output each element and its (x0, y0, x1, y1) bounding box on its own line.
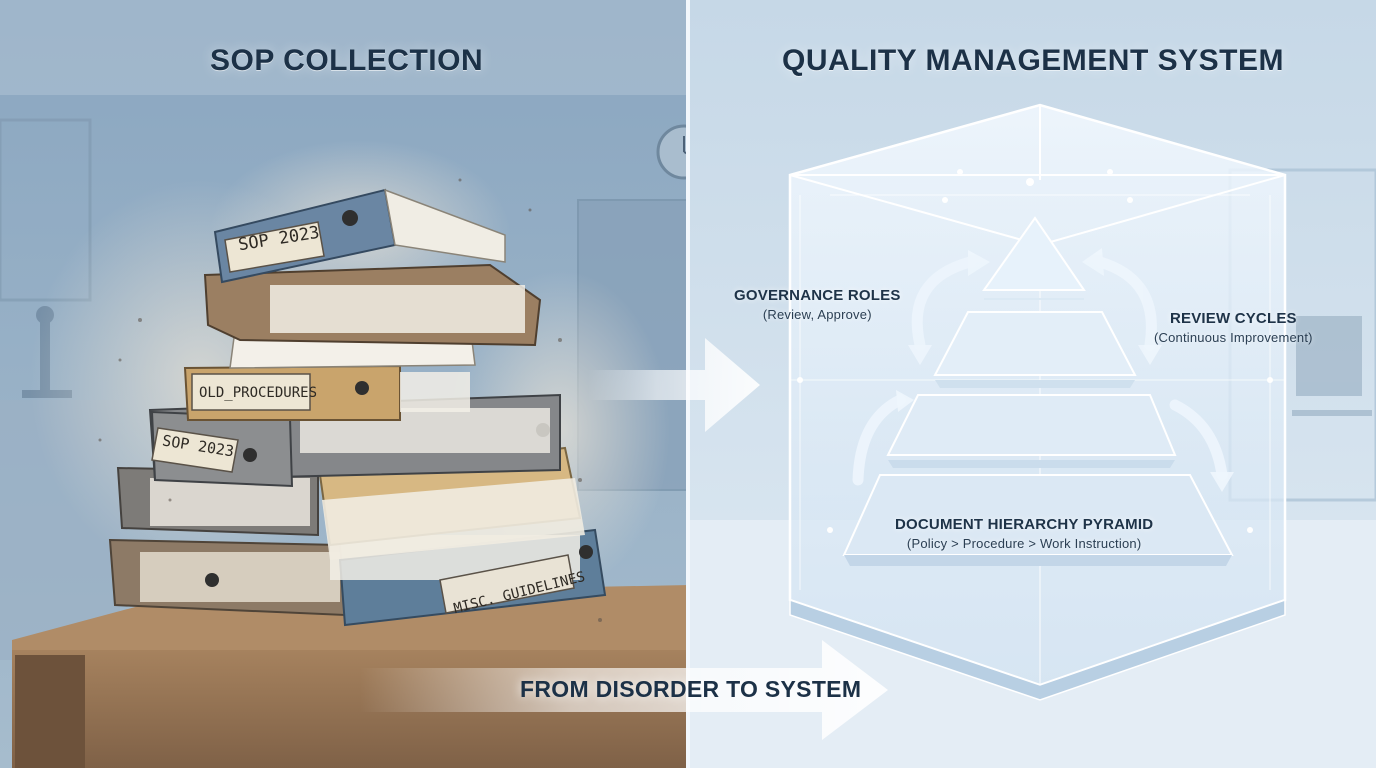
document-pyramid (842, 216, 1234, 566)
governance-roles-title: GOVERNANCE ROLES (734, 287, 901, 304)
binder-label-old-procedures: OLD_PROCEDURES (199, 385, 318, 401)
pyramid-tier-3 (886, 394, 1177, 456)
binder-misc (330, 528, 607, 627)
monitor-icon (1292, 316, 1372, 416)
transition-arrow-bottom (360, 640, 888, 740)
pyramid-tier-top (982, 216, 1086, 291)
review-cycles-title: REVIEW CYCLES (1169, 310, 1297, 327)
review-cycles-subtitle: (Continuous Improvement) (1154, 330, 1313, 345)
sop-collection-title: SOP COLLECTION (210, 44, 484, 77)
binder-brown (203, 263, 542, 347)
binder-grey-lower (116, 466, 319, 537)
from-disorder-to-system-banner: FROM DISORDER TO SYSTEM (520, 676, 862, 702)
dust-specks (98, 178, 602, 622)
governance-roles-label: GOVERNANCE ROLES (Review, Approve) (734, 287, 901, 322)
review-cycles-label: REVIEW CYCLES (Continuous Improvement) (1154, 310, 1313, 345)
governance-roles-subtitle: (Review, Approve) (762, 307, 872, 322)
document-hierarchy-subtitle: (Policy > Procedure > Work Instruction) (906, 536, 1142, 551)
pyramid-tier-2 (933, 311, 1137, 376)
binder-sop-top (213, 188, 506, 284)
binder-stack (108, 188, 607, 627)
document-hierarchy-title: DOCUMENT HIERARCHY PYRAMID (895, 516, 1154, 533)
qms-title: QUALITY MANAGEMENT SYSTEM (782, 44, 1284, 77)
transition-arrow-upper (588, 338, 760, 432)
arrow-head-icon (968, 250, 990, 276)
document-hierarchy-label: DOCUMENT HIERARCHY PYRAMID (Policy > Pro… (895, 516, 1153, 551)
binder-bottom (108, 538, 347, 617)
binder-old (183, 364, 470, 421)
cycle-arrows (852, 256, 1228, 486)
